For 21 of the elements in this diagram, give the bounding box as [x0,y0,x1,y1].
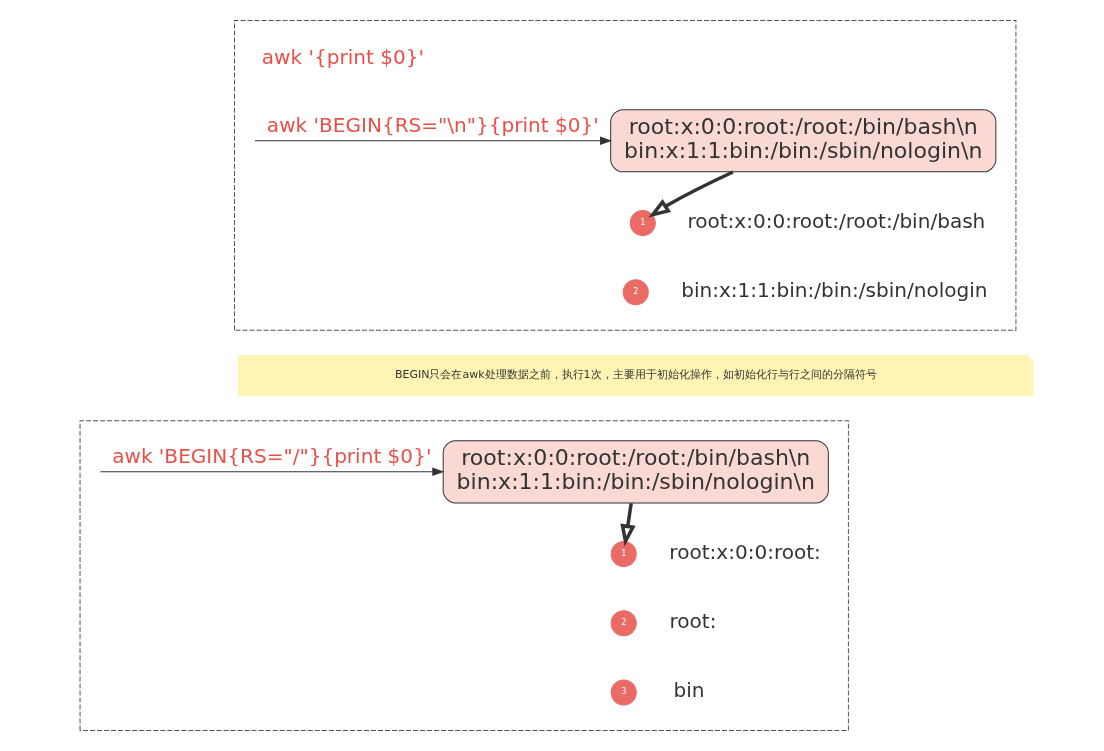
node-label: root:x:0:0:root: [668,540,821,565]
arrow [619,502,636,547]
node-label: root: [668,609,716,634]
edge-label: awk 'BEGIN{RS="/"}{print $0}' [111,443,431,468]
node-circle: 2 [610,610,637,637]
cluster [233,19,1016,331]
node-circle: 2 [622,279,649,306]
node-circle: 1 [629,210,656,237]
node-label: bin [672,678,704,703]
node-circle: 3 [610,679,637,706]
node-box: root:x:0:0:root:/root:/bin/bash\n bin:x:1:1:bin:/bin:/sbin/nologin\n [442,440,829,504]
node-label: bin:x:1:1:bin:/bin:/sbin/nologin [680,278,988,303]
node-box: root:x:0:0:root:/root:/bin/bash\n bin:x:1:1:bin:/bin:/sbin/nologin\n [609,109,996,173]
cluster [79,420,849,732]
arrow [254,136,611,145]
edge-label: awk 'BEGIN{RS="\n"}{print $0}' [266,112,599,137]
node-label: root:x:0:0:root:/root:/bin/bash [686,209,985,234]
node-circle: 1 [610,541,637,568]
arrow [647,170,734,218]
arrow [99,467,443,476]
label: awk '{print $0}' [261,44,424,69]
